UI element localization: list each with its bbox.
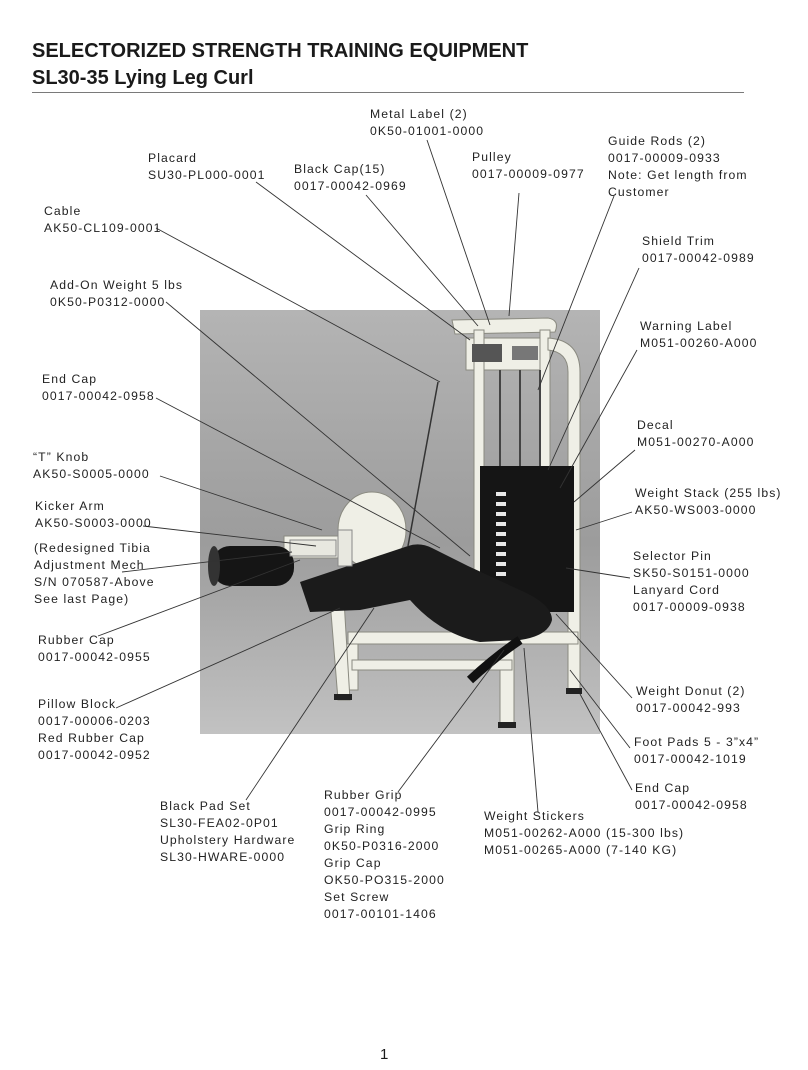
callout-t-knob: “T” Knob AK50-S0005-0000 bbox=[33, 449, 150, 483]
callout-end-cap-top: End Cap 0017-00042-0958 bbox=[42, 371, 155, 405]
callout-black-cap: Black Cap(15) 0017-00042-0969 bbox=[294, 161, 407, 195]
callout-metal-label: Metal Label (2) 0K50-01001-0000 bbox=[370, 106, 484, 140]
callout-tibia-adjustment: (Redesigned Tibia Adjustment Mech S/N 07… bbox=[34, 540, 155, 608]
callout-guide-rods: Guide Rods (2) 0017-00009-0933 Note: Get… bbox=[608, 133, 748, 201]
page-number: 1 bbox=[380, 1046, 388, 1063]
callout-kicker-arm: Kicker Arm AK50-S0003-0000 bbox=[35, 498, 152, 532]
callout-pillow-block: Pillow Block 0017-00006-0203 Red Rubber … bbox=[38, 696, 151, 764]
callout-cable: Cable AK50-CL109-0001 bbox=[44, 203, 161, 237]
callout-weight-stickers: Weight Stickers M051-00262-A000 (15-300 … bbox=[484, 808, 684, 859]
callout-rubber-cap: Rubber Cap 0017-00042-0955 bbox=[38, 632, 151, 666]
callout-rubber-grip: Rubber Grip 0017-00042-0995 Grip Ring 0K… bbox=[324, 787, 445, 923]
callout-foot-pads: Foot Pads 5 - 3”x4” 0017-00042-1019 bbox=[634, 734, 759, 768]
callout-shield-trim: Shield Trim 0017-00042-0989 bbox=[642, 233, 755, 267]
callout-add-on-weight: Add-On Weight 5 lbs 0K50-P0312-0000 bbox=[50, 277, 183, 311]
callout-selector-pin: Selector Pin SK50-S0151-0000 Lanyard Cor… bbox=[633, 548, 750, 616]
callout-weight-donut: Weight Donut (2) 0017-00042-993 bbox=[636, 683, 746, 717]
callout-warning-label: Warning Label M051-00260-A000 bbox=[640, 318, 757, 352]
callout-black-pad-set: Black Pad Set SL30-FEA02-0P01 Upholstery… bbox=[160, 798, 295, 866]
callout-decal: Decal M051-00270-A000 bbox=[637, 417, 754, 451]
callout-placard: Placard SU30-PL000-0001 bbox=[148, 150, 265, 184]
callout-pulley: Pulley 0017-00009-0977 bbox=[472, 149, 585, 183]
callout-weight-stack: Weight Stack (255 lbs) AK50-WS003-0000 bbox=[635, 485, 782, 519]
